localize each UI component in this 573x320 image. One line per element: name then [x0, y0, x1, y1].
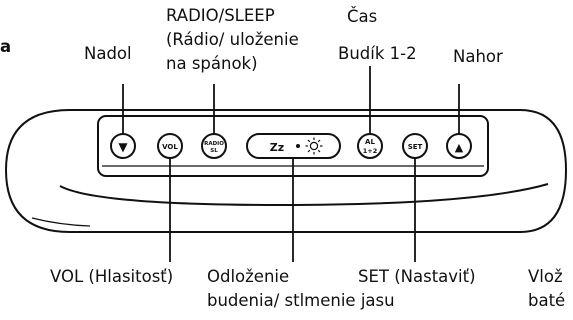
label-cas: Čas: [347, 7, 378, 26]
label-radio-sleep-3: na spánok): [166, 54, 258, 73]
device-base-edge: [31, 217, 91, 227]
up-icon: ▲: [455, 141, 464, 154]
label-odlozenie-1: Odloženie: [207, 267, 290, 286]
snooze-dimmer-button[interactable]: [246, 133, 341, 159]
label-radio-sleep-2: (Rádio/ uloženie: [166, 30, 299, 49]
label-nadol: Nadol: [84, 44, 132, 63]
label-budik: Budík 1-2: [338, 44, 417, 63]
radio-button-label-top: RADIO: [204, 141, 224, 147]
partial-letter-a: a: [0, 37, 12, 56]
device-inner-curve: [59, 183, 549, 207]
label-vol: VOL (Hlasitosť): [50, 267, 174, 286]
label-set: SET (Nastaviť): [358, 267, 476, 286]
snooze-dot: [296, 144, 300, 148]
vol-button-label: VOL: [162, 143, 178, 151]
device-outer-shell: [4, 109, 568, 233]
label-vloz-2: baté: [528, 291, 566, 310]
sun-icon: [305, 137, 323, 155]
label-odlozenie-2: budenia/ stlmenie jasu: [207, 291, 395, 310]
device-body: [4, 109, 568, 233]
label-radio-sleep-1: RADIO/SLEEP: [166, 6, 275, 25]
label-nahor: Nahor: [453, 47, 503, 66]
snooze-label: Zz: [270, 141, 284, 154]
alarm-button-label-bottom: 1+2: [363, 147, 378, 155]
down-icon: ▼: [118, 140, 128, 154]
alarm-button-label-top: AL: [365, 138, 375, 146]
radio-button-label-bottom: SL: [210, 148, 218, 154]
set-button-label: SET: [408, 143, 423, 151]
label-vloz-1: Vlož: [528, 267, 563, 286]
